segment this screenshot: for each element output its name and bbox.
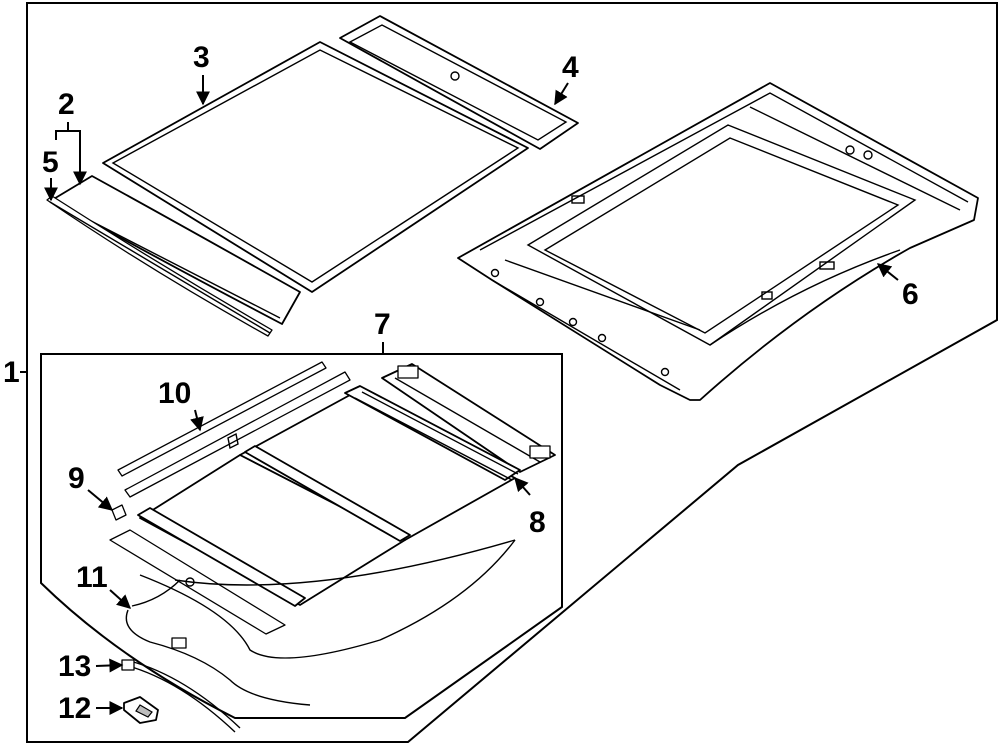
callout-12: 12 (58, 692, 91, 725)
assembly-outline (26, 2, 998, 743)
drain-clip-part-9 (111, 504, 127, 521)
sunroof-frame-part-6 (457, 82, 979, 401)
callout-6: 6 (902, 278, 919, 311)
callout-7: 7 (374, 308, 391, 341)
callout-8: 8 (529, 506, 546, 539)
callout-10: 10 (158, 377, 191, 410)
callout-13: 13 (58, 650, 91, 683)
callout-9: 9 (68, 462, 85, 495)
front-rail-part-8 (381, 363, 556, 473)
guide-rail-part-10 (117, 361, 351, 498)
callout-11: 11 (76, 561, 108, 594)
callout-5: 5 (42, 146, 59, 179)
callout-2: 2 (58, 88, 75, 121)
rear-panel-part-4 (339, 15, 579, 150)
callout-leaders (44, 75, 899, 715)
subassembly-7-outline (40, 353, 563, 719)
callout-1: 1 (3, 356, 20, 389)
callout-4: 4 (562, 51, 579, 84)
drive-cable-part-11 (125, 579, 311, 706)
callout-3: 3 (193, 41, 210, 74)
motor-part-12 (123, 696, 159, 724)
seal-strip-part-5 (46, 195, 273, 337)
sunshade-mechanism (109, 385, 521, 659)
